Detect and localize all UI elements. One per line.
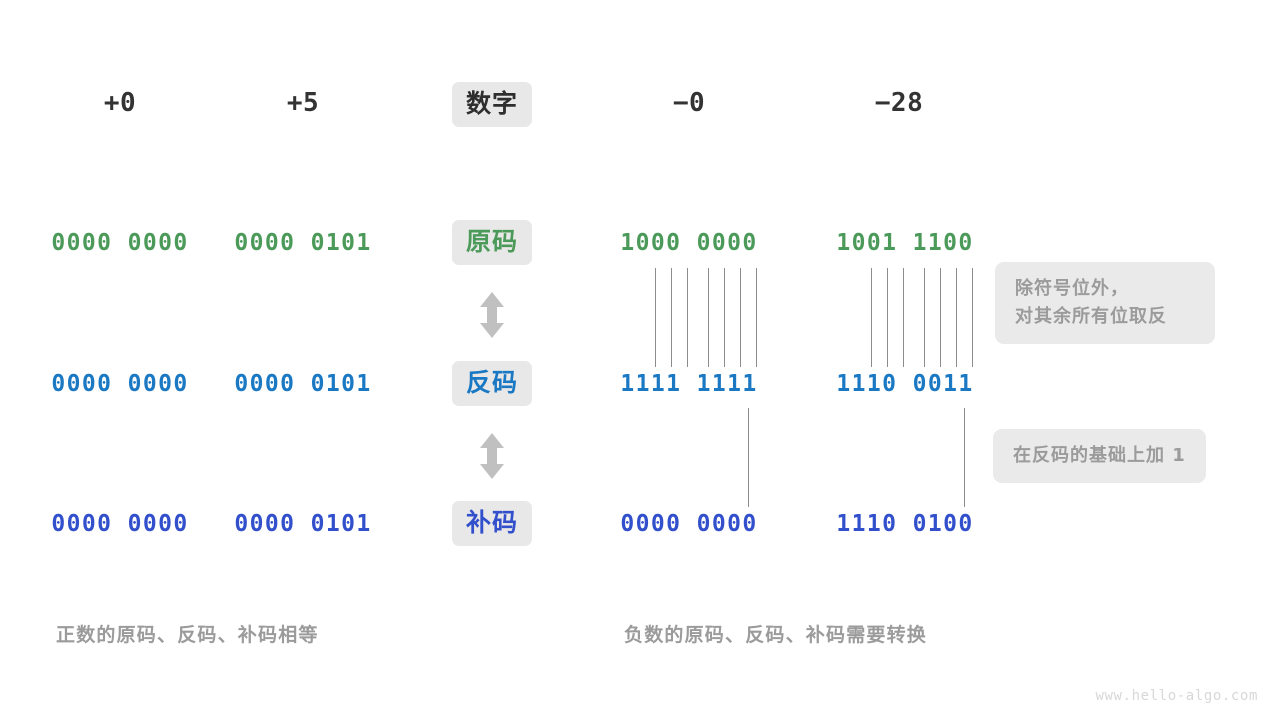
up-down-arrow-icon	[477, 431, 507, 485]
value-ones-complement-pos5: 0000 0101	[234, 371, 372, 397]
value-twos-complement-neg0: 0000 0000	[620, 511, 758, 537]
value-ones-complement-neg0: 1111 1111	[620, 371, 758, 397]
up-down-arrow-icon	[477, 290, 507, 344]
connector-line	[655, 268, 656, 367]
value-ones-complement-neg28: 1110 0011	[836, 371, 974, 397]
connector-line	[940, 268, 941, 367]
row-label-ones-complement: 反码	[451, 361, 533, 406]
connector-line	[748, 408, 749, 507]
connector-line	[871, 268, 872, 367]
value-sign-magnitude-neg0: 1000 0000	[620, 230, 758, 256]
connector-line	[671, 268, 672, 367]
connector-line	[740, 268, 741, 367]
connector-line	[924, 268, 925, 367]
connector-line	[887, 268, 888, 367]
column-header-neg28: −28	[874, 88, 924, 118]
connector-line	[964, 408, 965, 507]
value-twos-complement-pos5: 0000 0101	[234, 511, 372, 537]
row-label-number: 数字	[451, 82, 533, 127]
value-twos-complement-neg28: 1110 0100	[836, 511, 974, 537]
connector-line	[972, 268, 973, 367]
connector-line	[687, 268, 688, 367]
column-header-pos0: +0	[103, 88, 137, 118]
connector-line	[756, 268, 757, 367]
note-add-one: 在反码的基础上加 1	[993, 429, 1206, 483]
note-add-one-line1: 在反码的基础上加 1	[1013, 445, 1186, 466]
value-twos-complement-pos0: 0000 0000	[51, 511, 189, 537]
caption-positive: 正数的原码、反码、补码相等	[56, 624, 319, 646]
note-invert-line2: 对其余所有位取反	[1015, 305, 1167, 327]
value-ones-complement-pos0: 0000 0000	[51, 371, 189, 397]
value-sign-magnitude-neg28: 1001 1100	[836, 230, 974, 256]
row-label-sign-magnitude: 原码	[451, 220, 533, 265]
note-invert-bits: 除符号位外， 对其余所有位取反	[995, 262, 1215, 344]
column-header-pos5: +5	[286, 88, 320, 118]
watermark: www.hello-algo.com	[1095, 688, 1258, 704]
connector-line	[903, 268, 904, 367]
value-sign-magnitude-pos0: 0000 0000	[51, 230, 189, 256]
value-sign-magnitude-pos5: 0000 0101	[234, 230, 372, 256]
column-header-neg0: −0	[672, 88, 706, 118]
connector-line	[956, 268, 957, 367]
caption-negative: 负数的原码、反码、补码需要转换	[624, 624, 928, 646]
row-label-twos-complement: 补码	[451, 501, 533, 546]
connector-line	[708, 268, 709, 367]
note-invert-line1: 除符号位外，	[1015, 278, 1129, 299]
connector-line	[724, 268, 725, 367]
